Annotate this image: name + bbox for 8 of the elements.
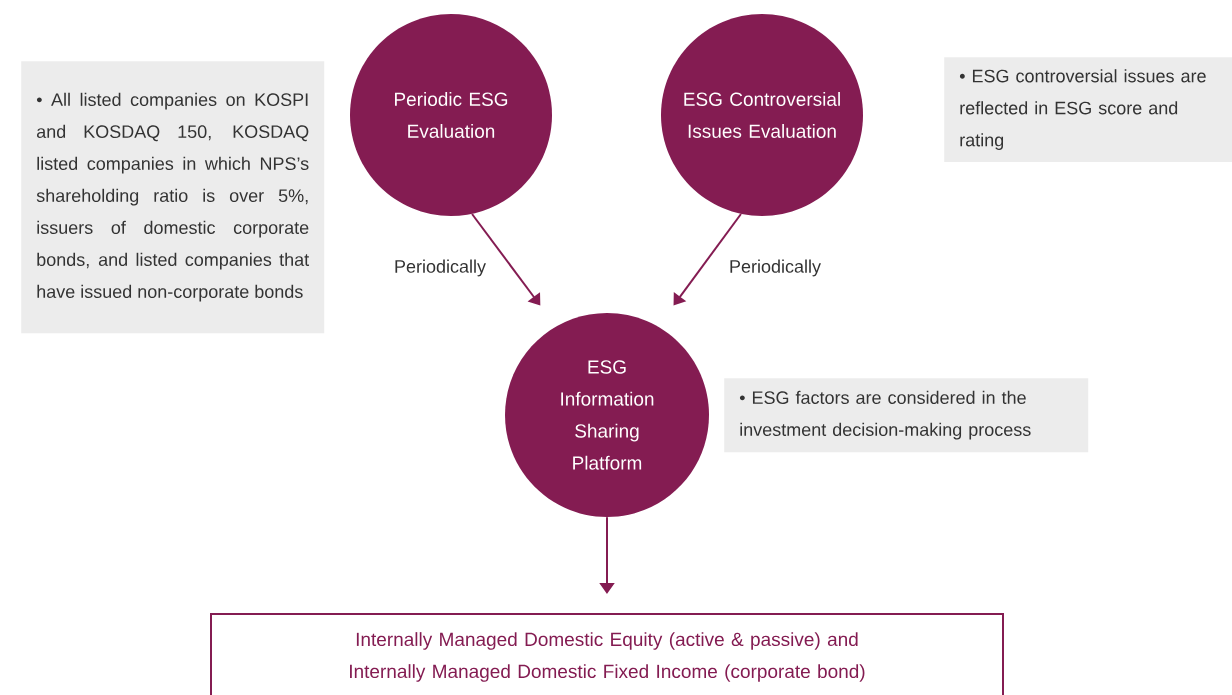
edge-label: Periodically <box>393 258 488 278</box>
arrow <box>471 213 541 306</box>
note-box: • All listed companies on KOSPI and KOSDAQ 150, KOSDAQ listed companies in which NPS’s shareholding ratio is over 5%, issuers of domestic corporate bonds, and listed companies that have issued non-corporate bonds <box>21 61 325 334</box>
note-box: • ESG controversial issues are reflected in ESG score and rating <box>944 57 1232 162</box>
arrow <box>673 213 742 306</box>
result-box: Internally Managed Domestic Equity (active & passive) and Internally Managed Domestic Fixed Income (corporate bond) <box>210 613 1004 695</box>
edge-label: Periodically <box>728 258 823 278</box>
note-box: • ESG factors are considered in the investment decision-making process <box>724 378 1089 453</box>
